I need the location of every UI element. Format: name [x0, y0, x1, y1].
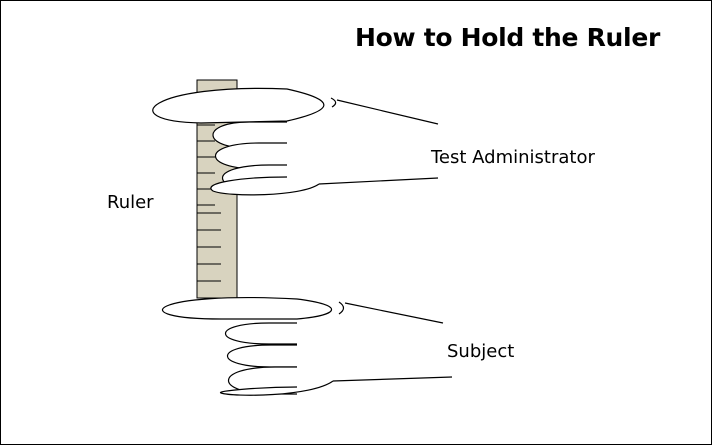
ruler-label: Ruler: [107, 192, 154, 213]
admin-thumb-base: [210, 176, 320, 196]
test-administrator-hand: [152, 87, 439, 196]
subject-label: Subject: [447, 341, 515, 362]
subject-palm: [162, 296, 332, 320]
subject-hand: [162, 296, 453, 396]
subject-finger-2: [226, 344, 297, 368]
admin-pointer-line-lower: [318, 177, 439, 185]
subject-pointer-line-upper: [344, 302, 444, 324]
admin-pointer-line-upper: [336, 99, 439, 125]
subject-finger-1: [224, 322, 297, 345]
subject-pointer-line-lower: [332, 376, 453, 382]
test-administrator-label: Test Administrator: [431, 147, 595, 168]
admin-palm: [152, 87, 325, 124]
ruler-tick-marks: [197, 92, 221, 282]
subject-thumb-base: [220, 380, 334, 396]
slide-title: How to Hold the Ruler: [355, 23, 661, 52]
